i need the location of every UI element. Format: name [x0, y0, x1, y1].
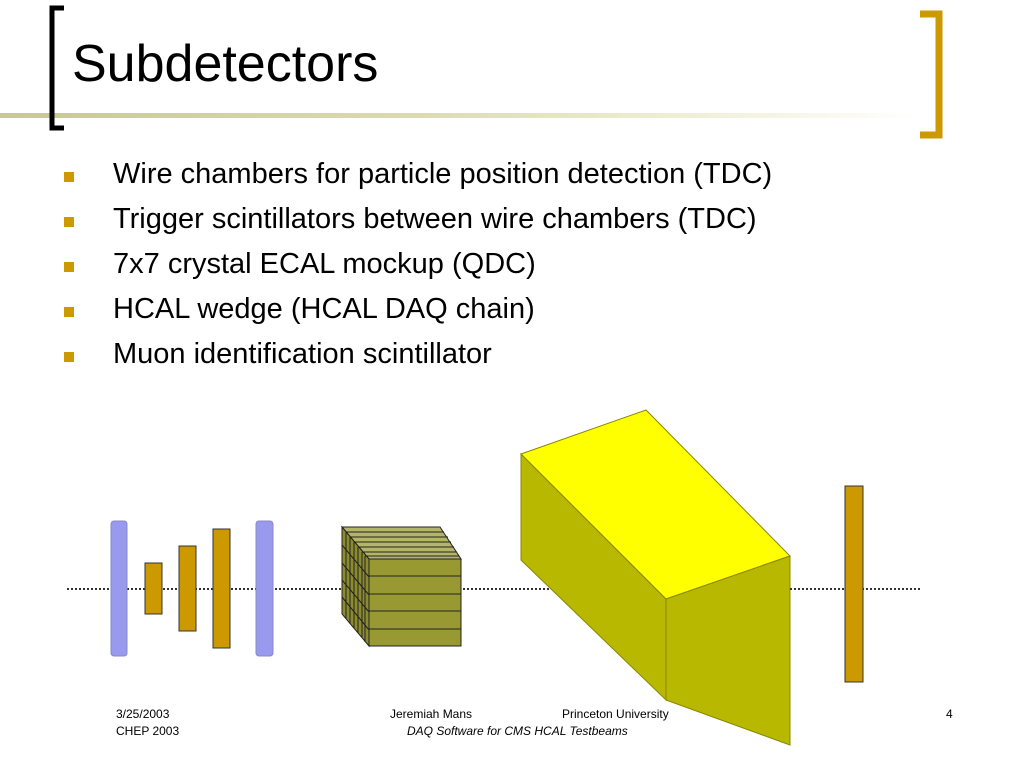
bullet-text: Muon identification scintillator	[113, 338, 492, 370]
footer-author: Jeremiah Mans	[390, 707, 473, 721]
footer-date: 3/25/2003	[116, 707, 170, 721]
square-bullet-icon	[64, 172, 74, 182]
trigger-scintillator-3	[212, 528, 231, 649]
trigger-scintillator-2	[178, 545, 197, 632]
square-bullet-icon	[64, 352, 74, 362]
trigger-scintillator-1	[144, 562, 163, 615]
left-bracket	[49, 5, 64, 131]
footer-institution: Princeton University	[562, 707, 669, 721]
page-number: 4	[946, 707, 953, 721]
footer-conference: CHEP 2003	[116, 724, 180, 738]
title-underline	[0, 113, 920, 118]
muon-scintillator	[844, 485, 864, 683]
hcal-front-face	[665, 555, 791, 746]
slide-title: Subdetectors	[72, 35, 379, 93]
ecal-crystal-block	[340, 525, 462, 648]
bullet-text: HCAL wedge (HCAL DAQ chain)	[113, 293, 535, 325]
ecal-front-face	[368, 558, 462, 647]
square-bullet-icon	[64, 217, 74, 227]
bullet-text: Wire chambers for particle position dete…	[113, 158, 773, 190]
wire-chamber-1	[110, 520, 128, 657]
bullet-text: 7x7 crystal ECAL mockup (QDC)	[113, 248, 536, 280]
footer-subtitle: DAQ Software for CMS HCAL Testbeams	[407, 724, 628, 738]
square-bullet-icon	[64, 262, 74, 272]
wire-chamber-2	[255, 520, 274, 657]
hcal-wedge	[520, 409, 791, 746]
bullet-text: Trigger scintillators between wire chamb…	[113, 203, 757, 235]
ecal-crystal-grid	[341, 531, 461, 642]
right-bracket	[920, 10, 943, 139]
square-bullet-icon	[64, 307, 74, 317]
